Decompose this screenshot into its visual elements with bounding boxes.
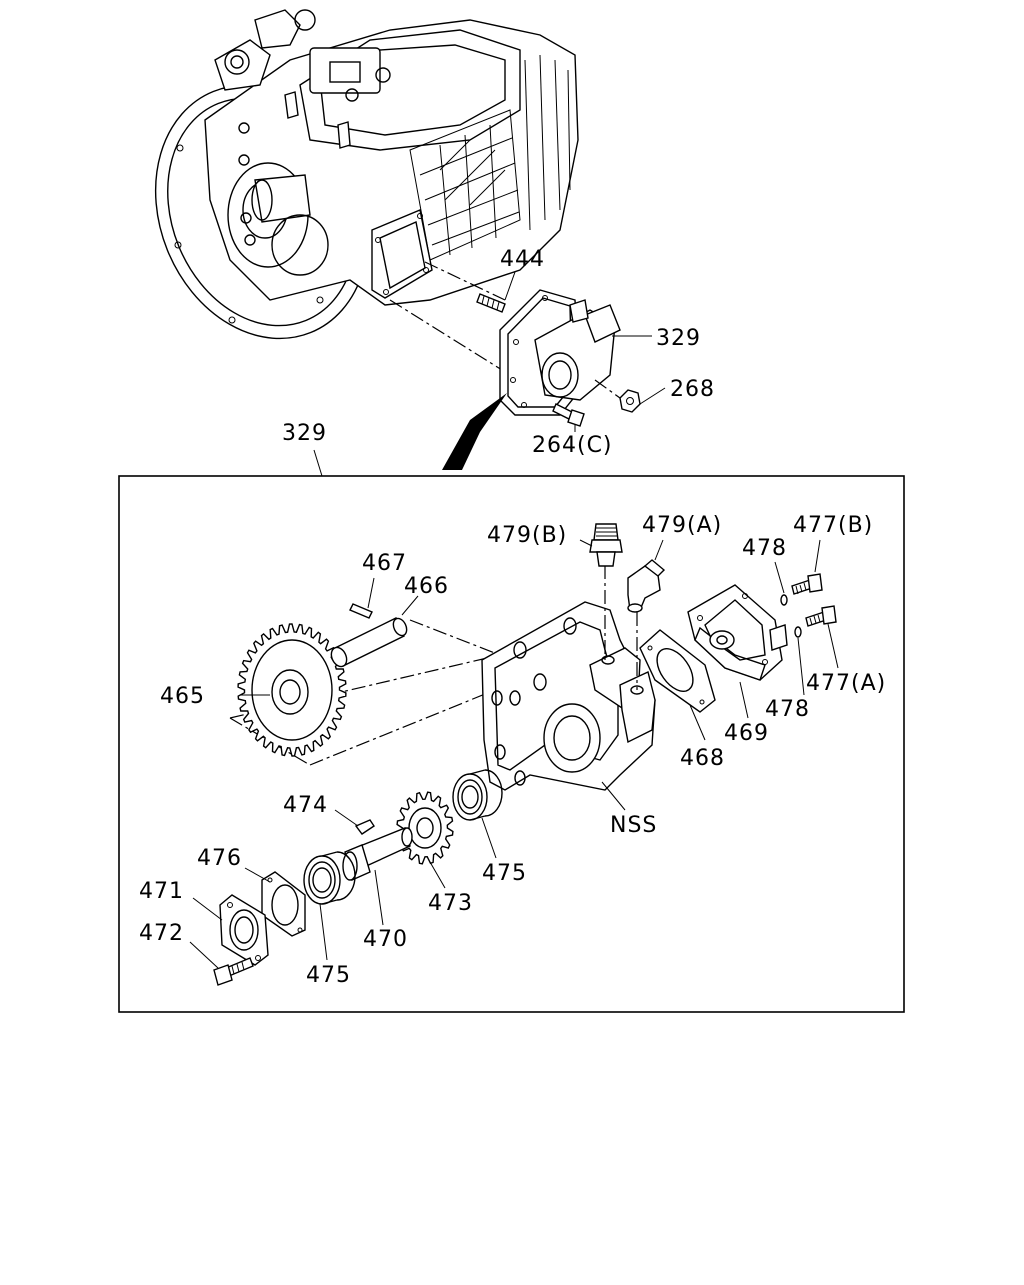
label-476: 476: [197, 846, 242, 871]
label-465: 465: [160, 684, 205, 709]
leader-line: [244, 867, 271, 883]
gear-icon: [396, 791, 454, 865]
leader-line: [429, 861, 446, 889]
alignment-line: [409, 619, 501, 656]
cover-plate-icon: [219, 894, 269, 966]
label-475-left: 475: [306, 963, 351, 988]
label-444: 444: [500, 247, 545, 272]
pto-housing: [481, 601, 656, 791]
shaft-icon: [342, 827, 413, 881]
pump-icon: [687, 584, 788, 681]
leader-line: [367, 577, 375, 609]
bearing-icon: [303, 851, 356, 905]
bearing-icon: [452, 769, 503, 821]
leader-line: [797, 637, 805, 696]
shaft-icon: [330, 617, 408, 668]
bolt-icon: [791, 573, 823, 595]
label-468: 468: [680, 746, 725, 771]
alignment-line: [229, 654, 501, 719]
label-475-right: 475: [482, 861, 527, 886]
label-477b: 477(B): [793, 513, 873, 538]
washer-icon: [780, 594, 788, 606]
leader-line: [504, 271, 516, 301]
detail-pointer: [442, 393, 507, 470]
pto-assembly-small: [499, 289, 621, 416]
nut-icon: [619, 389, 641, 413]
elbow-fitting-icon: [627, 559, 666, 613]
label-473: 473: [428, 891, 473, 916]
leader-line: [481, 817, 497, 859]
fitting-icon: [589, 523, 623, 567]
label-467: 467: [362, 551, 407, 576]
label-264c: 264(C): [532, 433, 613, 458]
leader-line: [774, 561, 785, 594]
transmission-assembly: [154, 9, 579, 340]
label-474: 474: [283, 793, 328, 818]
leader-line: [814, 539, 821, 573]
label-477a: 477(A): [806, 671, 886, 696]
leader-line: [401, 595, 419, 616]
alignment-line: [594, 379, 621, 399]
gasket-icon: [639, 629, 716, 713]
bolt-icon: [552, 403, 585, 427]
leader-line: [192, 897, 223, 921]
part-labels: 444 329 268 264(C) 329 479(B) 479(A) 477…: [139, 247, 886, 988]
leader-line: [601, 781, 626, 811]
leader-line: [189, 941, 219, 969]
leader-line: [654, 539, 664, 561]
label-478-top: 478: [742, 536, 787, 561]
leader-line: [579, 539, 593, 547]
bolt-icon: [805, 605, 837, 627]
gear-icon: [237, 623, 347, 757]
label-472: 472: [139, 921, 184, 946]
bolt-icon: [213, 957, 254, 986]
label-329-detail: 329: [282, 421, 327, 446]
leader-line: [313, 449, 323, 477]
label-nss: NSS: [610, 813, 657, 838]
label-329: 329: [656, 326, 701, 351]
leader-line: [639, 387, 666, 405]
label-469: 469: [724, 721, 769, 746]
label-268: 268: [670, 377, 715, 402]
leader-line: [739, 681, 749, 719]
alignment-line: [389, 299, 511, 376]
leader-line: [334, 809, 359, 827]
pin-icon: [349, 603, 373, 619]
leader-line: [689, 704, 706, 741]
label-479b: 479(B): [487, 523, 567, 548]
leader-line: [374, 869, 384, 926]
label-478-bottom: 478: [765, 697, 810, 722]
alignment-line: [309, 689, 496, 766]
alignment-line: [229, 717, 311, 766]
label-479a: 479(A): [642, 513, 722, 538]
stud-icon: [476, 293, 506, 313]
leader-line: [319, 903, 328, 961]
label-470: 470: [363, 927, 408, 952]
washer-icon: [794, 626, 802, 638]
leader-line: [827, 623, 839, 669]
label-471: 471: [139, 879, 184, 904]
detail-frame: [118, 475, 905, 1013]
label-466: 466: [404, 574, 449, 599]
key-icon: [354, 819, 375, 835]
alignment-line: [424, 261, 506, 301]
